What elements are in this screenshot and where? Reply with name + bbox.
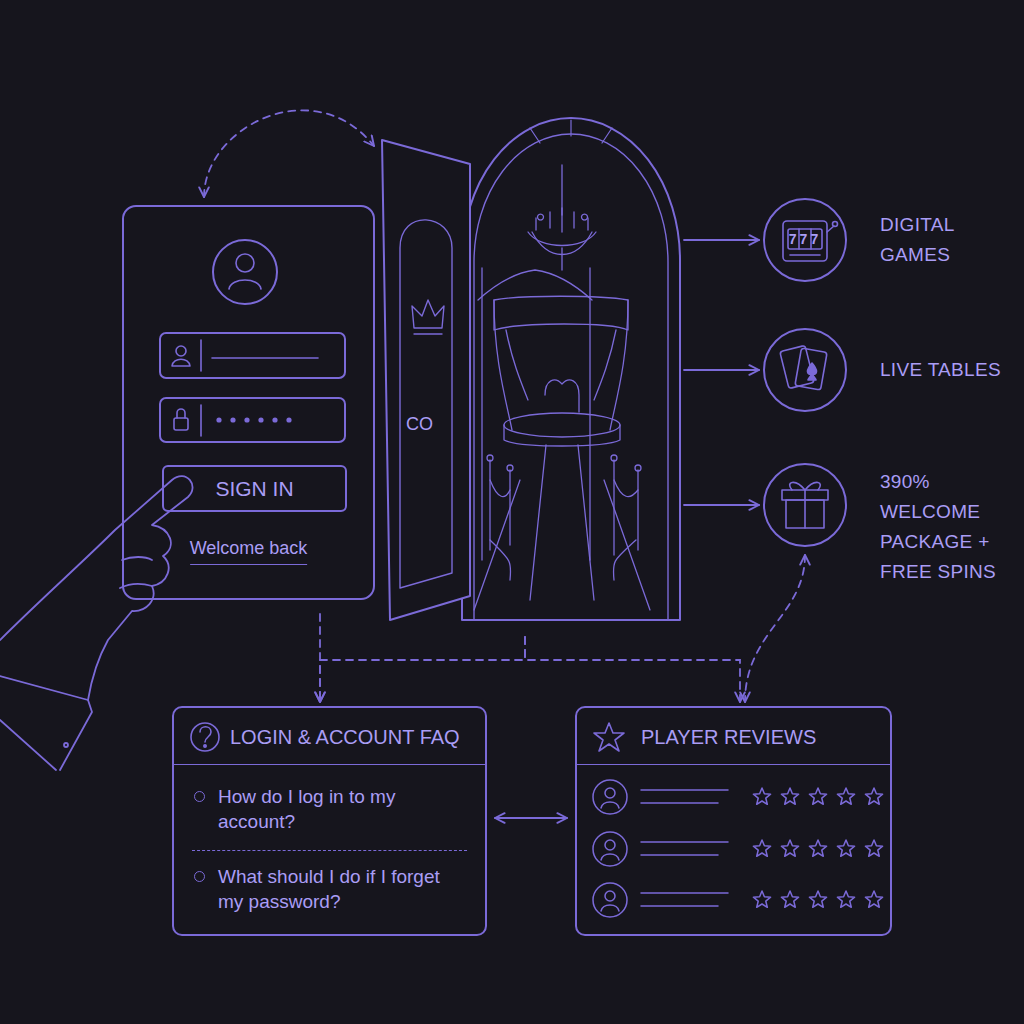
header-divider [174,764,485,765]
button-label: SIGN IN [164,477,345,501]
avatar [593,780,627,814]
panel-heading: LOGIN & ACCOUNT FAQ [230,726,460,749]
pointing-hand [0,476,193,770]
gift-icon [782,482,828,528]
circle-ring [764,199,846,281]
casino-doorway: CO [380,118,682,623]
feature-circle: LIVE TABLES [763,328,1018,412]
arch-outer [462,118,680,620]
connector [525,637,740,702]
rating-star [865,840,882,856]
text-line [641,892,728,894]
feature-label: DIGITAL GAMES [880,210,1016,270]
room-interior [474,165,650,610]
door-monogram: CO [406,414,433,435]
rating-star [753,891,770,907]
connector [684,239,759,241]
rating-star [809,788,826,804]
text-line [641,841,728,843]
rating-star [837,840,854,856]
text-line [641,854,718,856]
rating-star [781,891,798,907]
review-rows [593,780,883,917]
avatar [593,883,627,917]
sign-in-button: SIGN IN [162,465,347,512]
connector [204,110,374,197]
circle-ring [764,329,846,411]
feature-label: LIVE TABLES [880,355,1016,385]
text-line [641,789,728,791]
doorway-outline [380,118,682,623]
arch-inner [474,134,668,620]
rating-star [837,788,854,804]
slot-reels: 777 [788,230,822,248]
circle-outline [763,328,847,412]
bullet [194,791,205,802]
circle-ring [764,464,846,546]
faq-panel: LOGIN & ACCOUNT FAQ How do I log in to my… [172,706,487,936]
rating-star [753,840,770,856]
text-line [641,802,718,804]
header-divider [577,764,890,765]
panel-heading: PLAYER REVIEWS [641,726,816,749]
reviews-panel: PLAYER REVIEWS [575,706,892,936]
avatar-head [605,891,615,901]
arch-rays [530,120,612,143]
login-card: Welcome back SIGN IN [122,205,375,600]
rating-star [837,891,854,907]
rating-star [865,891,882,907]
rating-star [781,840,798,856]
connector [319,614,321,702]
faq-question: How do I log in to my account? [218,784,470,834]
rating-star [809,840,826,856]
connector [684,369,759,371]
door-inset [400,220,452,588]
avatar-head [605,840,615,850]
circle-outline [763,463,847,547]
text-line [641,905,718,907]
avatar [593,832,627,866]
bullet [194,871,205,882]
rating-star [809,891,826,907]
avatar-body [601,905,619,911]
faq-question: What should I do if I forget my password… [218,864,470,914]
door-panel [382,140,470,620]
slot-machine-icon [783,221,838,261]
crown-symbol [412,300,444,328]
connector [684,504,759,506]
feature-circle: 390% WELCOME PACKAGE + FREE SPINS [763,463,1018,547]
login-fields [160,240,345,442]
question-icon [191,723,219,751]
dashed-divider [192,850,467,851]
avatar-body [601,854,619,860]
avatar-head [605,788,615,798]
crown-base [414,333,442,334]
feature-label: 390% WELCOME PACKAGE + FREE SPINS [880,467,1016,587]
star-icon [594,723,624,751]
welcome-text: Welcome back [190,538,308,565]
rating-star [781,788,798,804]
rating-star [753,788,770,804]
connector [495,817,567,819]
avatar-body [601,802,619,808]
rating-star [865,788,882,804]
connector [745,555,805,702]
connector [320,637,525,702]
playing-cards-icon [780,345,827,390]
